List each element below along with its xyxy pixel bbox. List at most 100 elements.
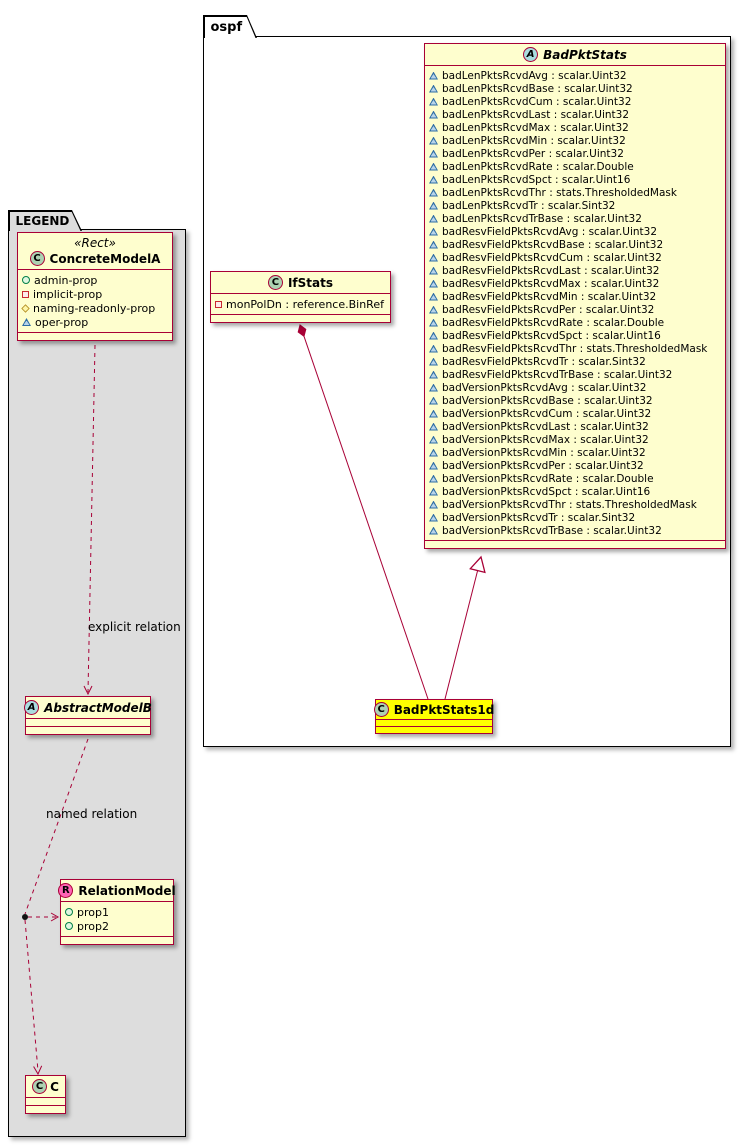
- triangle-visibility-icon: [429, 448, 438, 457]
- class-member: badResvFieldPktsRcvdMin : scalar.Uint32: [429, 290, 721, 303]
- class-member: badResvFieldPktsRcvdThr : stats.Threshol…: [429, 342, 721, 355]
- class-member: badResvFieldPktsRcvdCum : scalar.Uint32: [429, 251, 721, 264]
- member-label: admin-prop: [34, 273, 98, 287]
- member-label: badVersionPktsRcvdRate : scalar.Double: [442, 472, 654, 485]
- triangle-visibility-icon: [429, 123, 438, 132]
- class-name: RelationModel: [78, 883, 176, 898]
- class-member: badVersionPktsRcvdCum : scalar.Uint32: [429, 407, 721, 420]
- triangle-visibility-icon: [429, 110, 438, 119]
- class-member: badVersionPktsRcvdLast : scalar.Uint32: [429, 420, 721, 433]
- triangle-visibility-icon: [429, 84, 438, 93]
- member-label: monPolDn : reference.BinRef: [226, 297, 384, 311]
- class-member: badLenPktsRcvdMax : scalar.Uint32: [429, 121, 721, 134]
- triangle-visibility-icon: [429, 422, 438, 431]
- class-title: C IfStats: [211, 272, 390, 293]
- class-member: badResvFieldPktsRcvdSpct : scalar.Uint16: [429, 329, 721, 342]
- class-member: badResvFieldPktsRcvdTr : scalar.Sint32: [429, 355, 721, 368]
- class-member: monPolDn : reference.BinRef: [215, 297, 386, 311]
- class-badpktstats1d[interactable]: C BadPktStats1d: [373, 699, 495, 734]
- member-label: badLenPktsRcvdTr : scalar.Sint32: [442, 199, 616, 212]
- triangle-visibility-icon: [429, 331, 438, 340]
- class-member: badLenPktsRcvdThr : stats.ThresholdedMas…: [429, 186, 721, 199]
- class-member: badResvFieldPktsRcvdRate : scalar.Double: [429, 316, 721, 329]
- class-member: badLenPktsRcvdRate : scalar.Double: [429, 160, 721, 173]
- class-badpktstats[interactable]: A BadPktStats badLenPktsRcvdAvg : scalar…: [424, 43, 726, 549]
- class-member: badVersionPktsRcvdBase : scalar.Uint32: [429, 394, 721, 407]
- triangle-visibility-icon: [429, 136, 438, 145]
- triangle-visibility-icon: [429, 318, 438, 327]
- member-label: badVersionPktsRcvdMax : scalar.Uint32: [442, 433, 649, 446]
- empty-fields-compartment: [376, 719, 492, 726]
- triangle-visibility-icon: [429, 240, 438, 249]
- member-label: badResvFieldPktsRcvdTr : scalar.Sint32: [442, 355, 646, 368]
- member-label: badResvFieldPktsRcvdMax : scalar.Uint32: [442, 277, 660, 290]
- member-label: badVersionPktsRcvdPer : scalar.Uint32: [442, 459, 644, 472]
- member-label: badLenPktsRcvdCum : scalar.Uint32: [442, 95, 632, 108]
- class-abstractmodelb[interactable]: A AbstractModelB: [24, 696, 152, 735]
- square-visibility-icon: [22, 290, 29, 298]
- class-title: C C: [26, 1076, 65, 1097]
- circle-visibility-icon: [65, 922, 73, 930]
- class-ifstats[interactable]: C IfStats monPolDn : reference.BinRef: [210, 271, 391, 323]
- member-label: badResvFieldPktsRcvdLast : scalar.Uint32: [442, 264, 660, 277]
- member-label: badLenPktsRcvdMax : scalar.Uint32: [442, 121, 629, 134]
- class-name: AbstractModelB: [44, 700, 152, 715]
- triangle-visibility-icon: [429, 383, 438, 392]
- triangle-visibility-icon: [429, 487, 438, 496]
- class-member: badResvFieldPktsRcvdLast : scalar.Uint32: [429, 264, 721, 277]
- member-label: badVersionPktsRcvdLast : scalar.Uint32: [442, 420, 649, 433]
- class-title: R RelationModel: [58, 880, 176, 901]
- empty-methods-compartment: [26, 1105, 65, 1113]
- triangle-visibility-icon: [429, 370, 438, 379]
- member-label: badLenPktsRcvdThr : stats.ThresholdedMas…: [442, 186, 677, 199]
- class-spot-icon: C: [373, 702, 389, 717]
- empty-methods-compartment: [211, 314, 390, 322]
- member-label: naming-readonly-prop: [33, 301, 156, 315]
- triangle-visibility-icon: [429, 214, 438, 223]
- class-member: badVersionPktsRcvdRate : scalar.Double: [429, 472, 721, 485]
- triangle-visibility-icon: [429, 474, 438, 483]
- class-member: badLenPktsRcvdSpct : scalar.Uint16: [429, 173, 721, 186]
- triangle-visibility-icon: [429, 97, 438, 106]
- empty-methods-compartment: [61, 936, 173, 944]
- class-member: badLenPktsRcvdPer : scalar.Uint32: [429, 147, 721, 160]
- class-member: prop2: [65, 919, 169, 933]
- class-c[interactable]: C C: [25, 1075, 66, 1114]
- class-member: badVersionPktsRcvdTrBase : scalar.Uint32: [429, 524, 721, 537]
- class-member: badLenPktsRcvdAvg : scalar.Uint32: [429, 69, 721, 82]
- class-name: ConcreteModelA: [49, 251, 161, 266]
- triangle-visibility-icon: [429, 162, 438, 171]
- class-title: C ConcreteModelA: [18, 250, 172, 269]
- class-title: C BadPktStats1d: [373, 700, 495, 719]
- member-label: badResvFieldPktsRcvdSpct : scalar.Uint16: [442, 329, 661, 342]
- triangle-visibility-icon: [429, 292, 438, 301]
- class-spot-icon: C: [32, 1079, 48, 1094]
- class-member: badResvFieldPktsRcvdMax : scalar.Uint32: [429, 277, 721, 290]
- member-label: badLenPktsRcvdTrBase : scalar.Uint32: [442, 212, 642, 225]
- class-member: implicit-prop: [22, 287, 168, 301]
- member-label: badVersionPktsRcvdSpct : scalar.Uint16: [442, 485, 651, 498]
- ospf-package-tab: ospf: [203, 15, 257, 38]
- legend-package: [8, 229, 186, 1137]
- class-member: badVersionPktsRcvdSpct : scalar.Uint16: [429, 485, 721, 498]
- triangle-visibility-icon: [429, 253, 438, 262]
- class-member: badLenPktsRcvdBase : scalar.Uint32: [429, 82, 721, 95]
- circle-visibility-icon: [65, 908, 73, 916]
- class-member: badVersionPktsRcvdPer : scalar.Uint32: [429, 459, 721, 472]
- empty-fields-compartment: [26, 718, 150, 726]
- triangle-visibility-icon: [429, 201, 438, 210]
- triangle-visibility-icon: [429, 71, 438, 80]
- class-member: prop1: [65, 905, 169, 919]
- member-label: badVersionPktsRcvdMin : scalar.Uint32: [442, 446, 646, 459]
- class-member: badVersionPktsRcvdMin : scalar.Uint32: [429, 446, 721, 459]
- legend-package-tab: LEGEND: [8, 210, 82, 231]
- class-member: badVersionPktsRcvdMax : scalar.Uint32: [429, 433, 721, 446]
- triangle-visibility-icon: [429, 500, 438, 509]
- member-label: badResvFieldPktsRcvdAvg : scalar.Uint32: [442, 225, 658, 238]
- member-label: badLenPktsRcvdPer : scalar.Uint32: [442, 147, 624, 160]
- member-label: badResvFieldPktsRcvdMin : scalar.Uint32: [442, 290, 657, 303]
- class-name: BadPktStats1d: [393, 702, 495, 717]
- triangle-visibility-icon: [429, 344, 438, 353]
